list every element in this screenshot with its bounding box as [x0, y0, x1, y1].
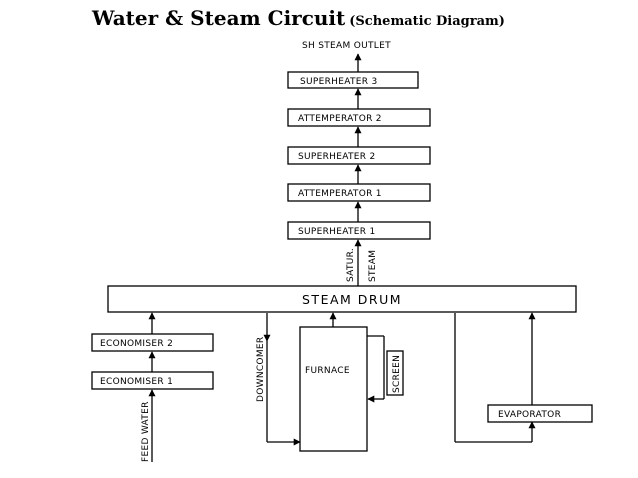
attemperator-2-block: ATTEMPERATOR 2: [287, 108, 431, 127]
superheater-2-block: SUPERHEATER 2: [287, 146, 431, 165]
superheater-3-label: SUPERHEATER 3: [300, 77, 378, 87]
downcomer-label: DOWNCOMER: [256, 337, 266, 402]
superheater-1-label: SUPERHEATER 1: [298, 227, 376, 237]
economiser-2-label: ECONOMISER 2: [100, 339, 173, 349]
economiser-1-label: ECONOMISER 1: [100, 377, 173, 387]
satur-label: SATUR.: [346, 248, 356, 282]
economiser-2-block: ECONOMISER 2: [91, 333, 214, 352]
steam-drum-block: STEAM DRUM: [107, 285, 577, 313]
attemperator-2-label: ATTEMPERATOR 2: [298, 114, 382, 124]
superheater-1-block: SUPERHEATER 1: [287, 221, 431, 240]
attemperator-1-label: ATTEMPERATOR 1: [298, 189, 382, 199]
sh-steam-outlet-label: SH STEAM OUTLET: [302, 41, 391, 51]
feed-water-label: FEED WATER: [141, 401, 151, 462]
superheater-3-block: SUPERHEATER 3: [287, 71, 419, 89]
furnace-block: FURNACE: [299, 326, 368, 452]
steam-label: STEAM: [368, 250, 378, 282]
superheater-2-label: SUPERHEATER 2: [298, 152, 376, 162]
steam-drum-label: STEAM DRUM: [302, 292, 402, 307]
diagram-title: Water & Steam Circuit (Schematic Diagram…: [92, 6, 505, 30]
screen-block: SCREEN: [386, 350, 404, 396]
screen-label: SCREEN: [392, 355, 402, 393]
economiser-1-block: ECONOMISER 1: [91, 371, 214, 390]
evaporator-block: EVAPORATOR: [487, 404, 593, 423]
title-sub: (Schematic Diagram): [349, 14, 505, 29]
evaporator-label: EVAPORATOR: [498, 410, 561, 420]
attemperator-1-block: ATTEMPERATOR 1: [287, 183, 431, 202]
title-main: Water & Steam Circuit: [92, 6, 346, 30]
furnace-label: FURNACE: [305, 366, 350, 376]
